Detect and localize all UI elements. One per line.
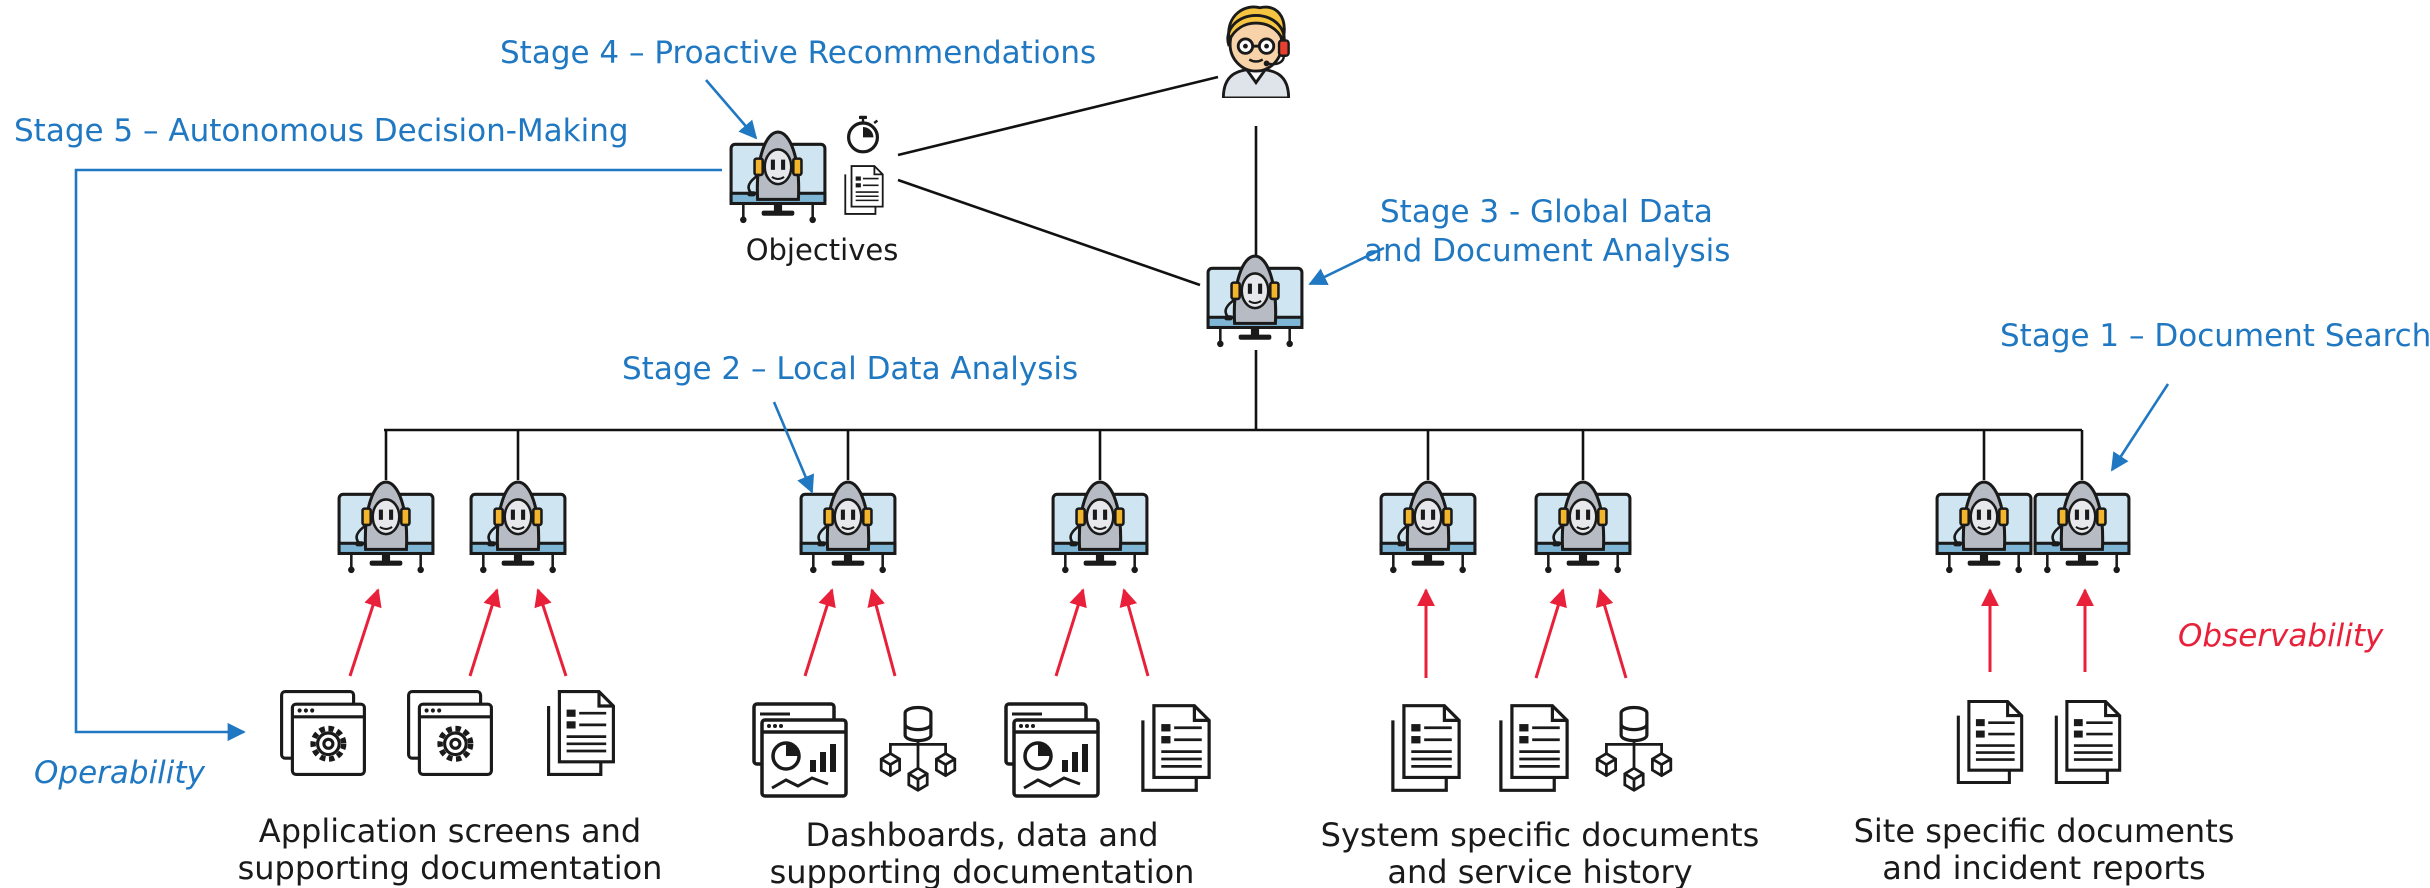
objectives-document-icon: [844, 165, 884, 215]
stopwatch-icon: [846, 115, 880, 154]
stage1-arrow: [2110, 383, 2170, 472]
database-cubes-icon-2: [1595, 705, 1673, 792]
local-agent-icon-6: [1534, 480, 1632, 575]
stage2-arrow: [772, 401, 815, 494]
obs-arrow: [1595, 588, 1628, 679]
stage3-arrow: [1308, 246, 1385, 286]
document-icon-g3a: [1391, 704, 1461, 792]
group1-caption-line1: Application screens and: [259, 812, 641, 850]
stage3-label-line2: and Document Analysis: [1364, 233, 1730, 269]
group3-caption-line2: and service history: [1387, 853, 1692, 888]
stage3-label-line1: Stage 3 - Global Data: [1380, 194, 1713, 230]
settings-window-icon-1: [282, 692, 365, 775]
local-agent-icon-1: [337, 480, 435, 575]
global-agent-icon: [1206, 254, 1304, 349]
document-icon-g2: [1141, 704, 1211, 792]
local-agent-icon-3: [799, 480, 897, 575]
obs-arrow: [1119, 588, 1150, 677]
stage-arrows: [74, 79, 2170, 742]
obs-arrow: [468, 588, 501, 677]
document-icon-g3b: [1499, 704, 1569, 792]
document-icon-g4b: [2054, 699, 2122, 785]
stage5-label: Stage 5 – Autonomous Decision-Making: [14, 113, 629, 149]
obs-arrow: [867, 588, 897, 677]
local-agent-icon-2: [469, 480, 567, 575]
group2-caption-line1: Dashboards, data and: [805, 816, 1158, 854]
stage1-label: Stage 1 – Document Search: [2000, 318, 2430, 354]
settings-window-icon-2: [409, 692, 492, 775]
stage4-arrow: [705, 79, 758, 140]
observability-arrows: [348, 588, 2094, 679]
obs-arrow: [348, 588, 382, 677]
local-agent-icon-5: [1379, 480, 1477, 575]
local-agent-icon-7: [1935, 480, 2033, 575]
human-operator-headset-icon: [1221, 5, 1291, 98]
database-cubes-icon-1: [879, 705, 957, 792]
obs-arrow: [1054, 588, 1087, 677]
observability-label: Observability: [2178, 618, 2384, 654]
stage2-label: Stage 2 – Local Data Analysis: [622, 351, 1078, 387]
group4-caption-line2: and incident reports: [1882, 849, 2205, 887]
objectives-agent-icon: [729, 130, 827, 225]
document-icon-g1: [547, 690, 615, 776]
local-agent-icon-4: [1051, 480, 1149, 575]
group1-caption-line2: supporting documentation: [238, 849, 663, 887]
objectives-label: Objectives: [746, 233, 899, 267]
group2-caption-line2: supporting documentation: [770, 853, 1195, 888]
obs-arrow: [1534, 588, 1567, 679]
dashboard-icon-2: [1004, 702, 1100, 798]
local-agent-icon-8: [2033, 480, 2131, 575]
dashboard-icon-1: [752, 702, 848, 798]
line-human-to-objectives: [897, 75, 1219, 157]
obs-arrow: [534, 588, 568, 677]
connector-lines: [384, 75, 2084, 480]
document-icon-g4a: [1956, 699, 2024, 785]
obs-arrow: [803, 588, 836, 677]
group4-caption-line1: Site specific documents: [1854, 812, 2235, 850]
group3-caption-line1: System specific documents: [1321, 816, 1760, 854]
operability-label: Operability: [34, 755, 206, 791]
stage4-label: Stage 4 – Proactive Recommendations: [500, 35, 1096, 71]
line-objectives-to-global: [897, 178, 1201, 287]
operability-feedback-arrow: [74, 168, 722, 742]
